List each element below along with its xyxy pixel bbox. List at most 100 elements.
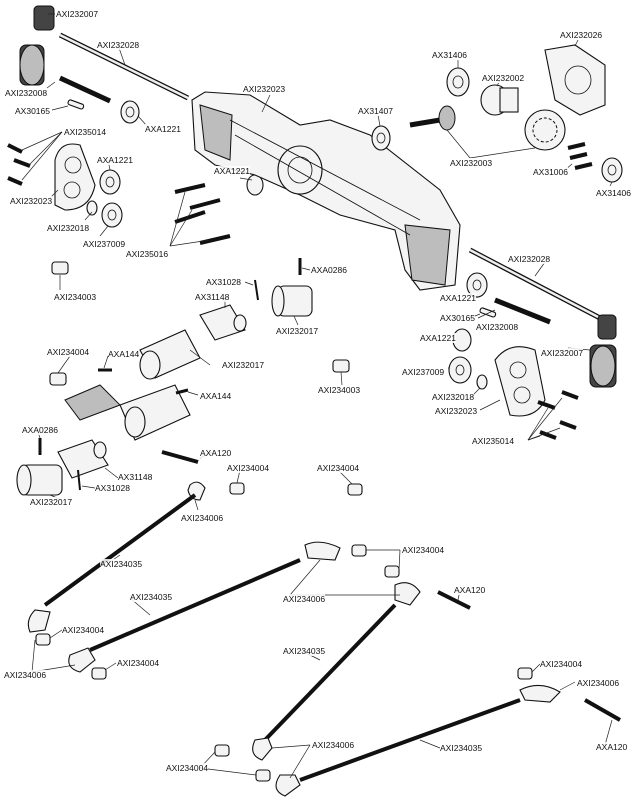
diff-case-axi232002: [480, 84, 519, 116]
nut-axi234004-h1: [517, 667, 533, 680]
pinion-gear-axi232003: [409, 105, 456, 131]
label-axi235014-top: AXI235014: [64, 127, 107, 137]
screws-ax31006: [567, 142, 593, 170]
bolt-axa120-b: [437, 590, 471, 610]
nut-axi234003-mid: [332, 359, 350, 373]
label-axi232017-mid: AXI232017: [222, 360, 265, 370]
label-axi234006-e: AXI234006: [312, 740, 355, 750]
bearing-axa1221-a: [120, 100, 140, 124]
label-ax31006: AX31006: [533, 167, 568, 177]
label-axa1221-b: AXA1221: [97, 155, 133, 165]
label-ax30165-right: AX30165: [440, 313, 475, 323]
label-axi235016: AXI235016: [126, 249, 169, 259]
label-axi232017-bottom: AXI232017: [30, 497, 73, 507]
label-axi232002: AXI232002: [482, 73, 525, 83]
shaft-axi232008-top: [58, 75, 112, 104]
nut-axi234004-b: [229, 482, 245, 495]
label-axi234035-a: AXI234035: [100, 559, 143, 569]
label-axi234004-h: AXI234004: [166, 763, 209, 773]
label-axi234004-e: AXI234004: [62, 625, 105, 635]
label-axi234035-c: AXI234035: [283, 646, 326, 656]
label-axi234006-b: AXI234006: [283, 594, 326, 604]
bearing-ax31406-top: [446, 67, 470, 97]
label-ax31407: AX31407: [358, 106, 393, 116]
link-rod-axi234035-a: [27, 481, 206, 633]
screw-axa144-b: [175, 388, 189, 395]
axle-shaft-top: [58, 32, 190, 101]
label-axi234006-a: AXI234006: [181, 513, 224, 523]
label-axa144-b: AXA144: [200, 391, 232, 401]
label-axi234006-c: AXI234006: [4, 670, 47, 680]
label-axi234006-d: AXI234006: [577, 678, 620, 688]
label-axi232007-top: AXI232007: [56, 9, 99, 19]
label-axi234003-mid: AXI234003: [318, 385, 361, 395]
coupler-axi232017-top: [271, 285, 313, 317]
label-ax31406-right: AX31406: [596, 188, 631, 198]
label-axi237009-top: AXI237009: [83, 239, 126, 249]
label-ax31028-top: AX31028: [206, 277, 241, 287]
label-ax30165-top: AX30165: [15, 106, 50, 116]
nut-axi234004-h3: [255, 769, 271, 782]
label-axa120-c: AXA120: [596, 742, 628, 752]
diff-cover-axi232026: [544, 44, 606, 116]
label-ax31028-bottom: AX31028: [95, 483, 130, 493]
label-axi234004-mid: AXI234004: [47, 347, 90, 357]
driveshaft-outer-axi232017: [139, 329, 201, 380]
nut-axi234004-mid: [49, 372, 67, 386]
shaft-axi232008-right: [494, 297, 551, 325]
pin-ax30165-right: [479, 307, 497, 318]
label-axi234004-c: AXI234004: [317, 463, 360, 473]
bolt-axa120-a: [161, 450, 199, 464]
label-axi232026: AXI232026: [560, 30, 603, 40]
label-axi232007-right: AXI232007: [541, 348, 584, 358]
label-axi232028-top: AXI232028: [97, 40, 140, 50]
label-axa120-a: AXA120: [200, 448, 232, 458]
link-rod-axi234035-d: [275, 684, 561, 797]
link-rod-axi234035-b: [68, 541, 341, 673]
label-axa0286-bottom: AXA0286: [22, 425, 58, 435]
label-axi234004-f: AXI234004: [117, 658, 160, 668]
bearing-axi237009-right: [448, 356, 472, 384]
label-axi234035-d: AXI234035: [440, 743, 483, 753]
label-axi237009-right: AXI237009: [402, 367, 445, 377]
nut-axi234004-c: [347, 483, 363, 496]
label-axi232017-top: AXI232017: [276, 326, 319, 336]
label-axi232003: AXI232003: [450, 158, 493, 168]
label-axi234035-b: AXI234035: [130, 592, 173, 602]
gear-cover-left: [54, 143, 96, 211]
bearing-axa1221-b: [99, 169, 121, 195]
yoke-ax31148-top: [199, 304, 247, 341]
bolt-axa120-c: [584, 698, 621, 722]
nut-axi234004-e: [384, 565, 400, 578]
ring-gear-axi232003: [524, 109, 566, 151]
label-axa0286-top: AXA0286: [311, 265, 347, 275]
label-axi235014-right: AXI235014: [472, 436, 515, 446]
yoke-ax31148-bottom: [57, 439, 109, 479]
axle-shaft-right: [468, 247, 602, 321]
label-axa144-a: AXA144: [108, 349, 140, 359]
screws-axi235014-right: [537, 390, 579, 440]
link-rod-axi234035-c: [252, 582, 421, 761]
label-axa1221-right2: AXA1221: [420, 333, 456, 343]
bolts-axi235016: [174, 183, 231, 245]
screws-axi235014-left: [7, 143, 31, 186]
spur-gear-top: [19, 5, 55, 86]
label-axi232023-top: AXI232023: [10, 196, 53, 206]
pin-ax30165-top: [67, 99, 85, 110]
label-axa120-b: AXA120: [454, 585, 486, 595]
label-axi234004-d: AXI234004: [402, 545, 445, 555]
label-axi232008-right: AXI232008: [476, 322, 519, 332]
nut-axi234004-g: [91, 667, 107, 680]
label-axi232018-top: AXI232018: [47, 223, 90, 233]
nut-axi234004-h2: [214, 744, 230, 757]
label-ax31148-top: AX31148: [195, 292, 230, 302]
shim-axi232018-top: [86, 200, 98, 216]
driveshaft-inner: [64, 384, 191, 441]
spur-gear-right: [589, 314, 617, 388]
pin-ax31028-top: [254, 279, 259, 301]
label-axa1221-right1: AXA1221: [440, 293, 476, 303]
nut-axi234004-d: [351, 544, 367, 557]
label-ax31148-bottom: AX31148: [118, 472, 153, 482]
